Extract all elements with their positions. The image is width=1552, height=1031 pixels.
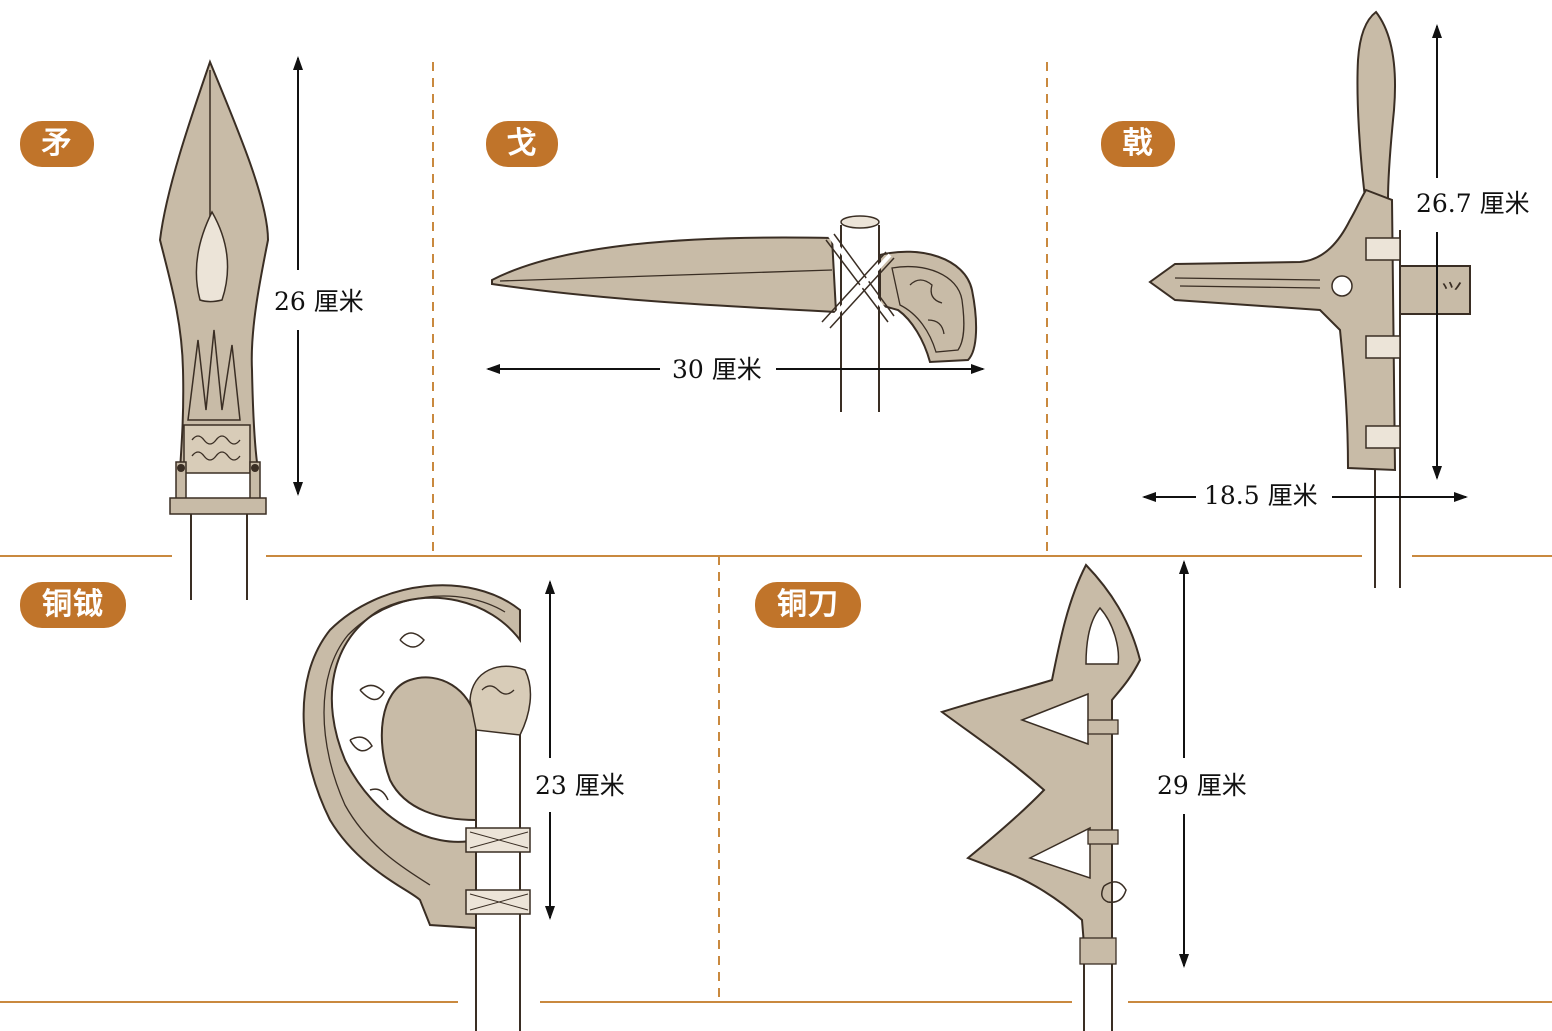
measure-tong-dao: 29 厘米 <box>1153 771 1251 801</box>
badge-ji: 戟 <box>1101 121 1175 167</box>
measure-ji-height: 26.7 厘米 <box>1412 189 1534 219</box>
measure-ji-width: 18.5 厘米 <box>1200 481 1322 511</box>
ji-illustration: ⺍ <box>1148 10 1471 588</box>
divider-lines <box>0 555 1552 1003</box>
ji-dimension-arrows <box>1142 24 1468 502</box>
badge-tong-yue: 铜钺 <box>20 582 126 628</box>
yue-illustration <box>302 584 532 1031</box>
badge-ge: 戈 <box>486 121 558 167</box>
measure-tong-yue: 23 厘米 <box>531 771 629 801</box>
measure-ge: 30 厘米 <box>668 355 766 385</box>
spear-illustration <box>158 59 270 600</box>
ge-illustration <box>491 215 978 412</box>
badge-mao: 矛 <box>20 121 94 167</box>
svg-text:⺍: ⺍ <box>1441 281 1463 306</box>
dashed-dividers <box>432 62 1048 1002</box>
measure-mao: 26 厘米 <box>270 287 368 317</box>
dao-illustration <box>939 563 1142 1031</box>
badge-tong-dao: 铜刀 <box>755 582 861 628</box>
